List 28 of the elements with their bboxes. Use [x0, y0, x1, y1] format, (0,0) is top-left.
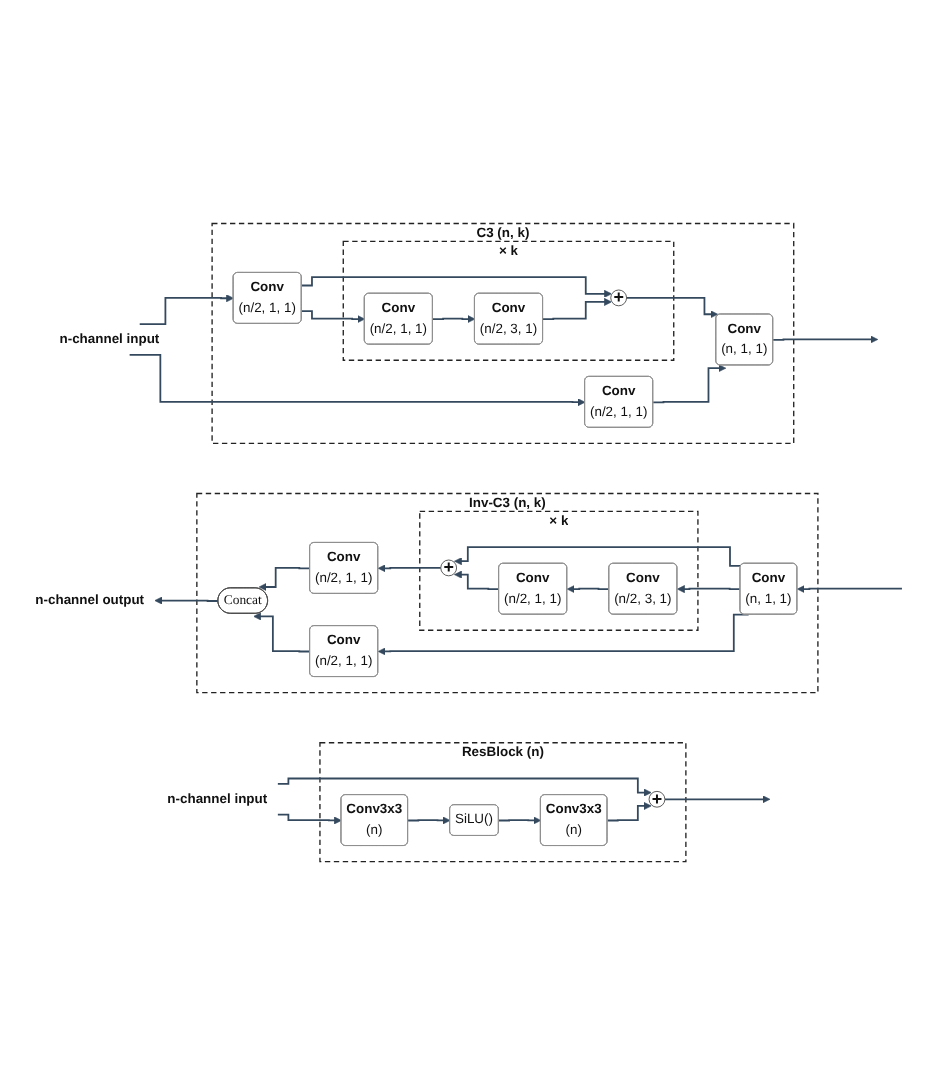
node-circle: +	[610, 289, 627, 307]
arrow	[663, 795, 771, 804]
arrow	[377, 614, 750, 656]
arrow	[253, 612, 311, 653]
arrow	[652, 364, 727, 404]
arrow	[377, 564, 442, 573]
arrow	[542, 298, 612, 321]
arrow	[431, 315, 476, 324]
arrow	[258, 567, 311, 592]
arrow	[300, 310, 366, 324]
arrow	[407, 816, 451, 825]
arrow	[276, 778, 652, 797]
arrow	[128, 354, 586, 407]
arrow	[797, 585, 903, 594]
arrow	[772, 335, 879, 344]
arrow	[625, 297, 719, 319]
arrow	[454, 571, 500, 591]
arrow	[606, 802, 652, 822]
arrow	[566, 585, 611, 594]
node-circle: +	[440, 560, 458, 577]
arrow	[300, 276, 612, 299]
node-circle: +	[648, 791, 666, 809]
arrow	[454, 546, 742, 568]
arrow	[677, 585, 742, 594]
arrow	[497, 816, 542, 825]
arrow	[138, 294, 234, 326]
arrow	[154, 597, 220, 605]
arrow	[276, 814, 342, 825]
